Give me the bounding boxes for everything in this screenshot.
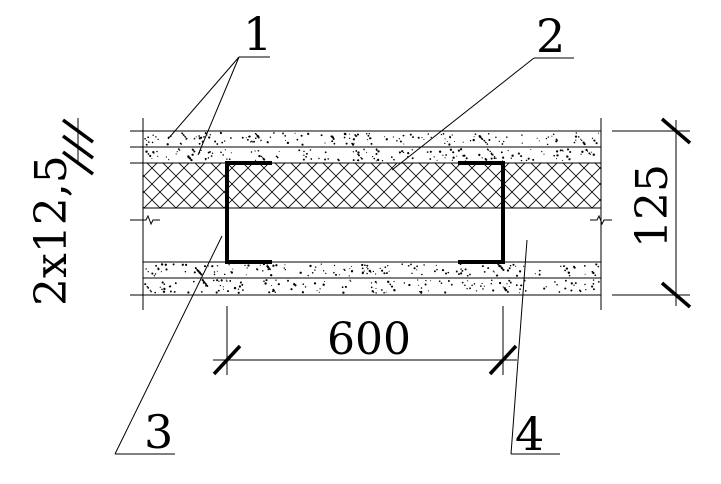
dim-board-thickness (61, 118, 95, 176)
dim-stud-spacing-text: 600 (327, 314, 411, 365)
steel-stud (225, 161, 272, 264)
leader-1 (167, 56, 270, 156)
label-insulation: 2 (536, 9, 565, 63)
insulation-layer (143, 163, 601, 208)
dim-wall-thickness-text: 125 (627, 164, 678, 248)
label-steel-stud: 3 (144, 405, 173, 459)
wall-outline (130, 118, 612, 310)
leader-4 (510, 239, 560, 455)
leader-2 (391, 57, 574, 171)
dim-wall-thickness (612, 117, 692, 309)
dim-board-thickness-text: 2x12,5 (26, 155, 77, 306)
dim-stud-spacing (212, 306, 518, 376)
label-air-gap: 4 (515, 407, 544, 461)
label-gypsum-board: 1 (243, 7, 272, 61)
gypsum-board-layers (144, 131, 600, 294)
steel-stud-right (458, 161, 505, 264)
leader-3 (114, 235, 223, 455)
